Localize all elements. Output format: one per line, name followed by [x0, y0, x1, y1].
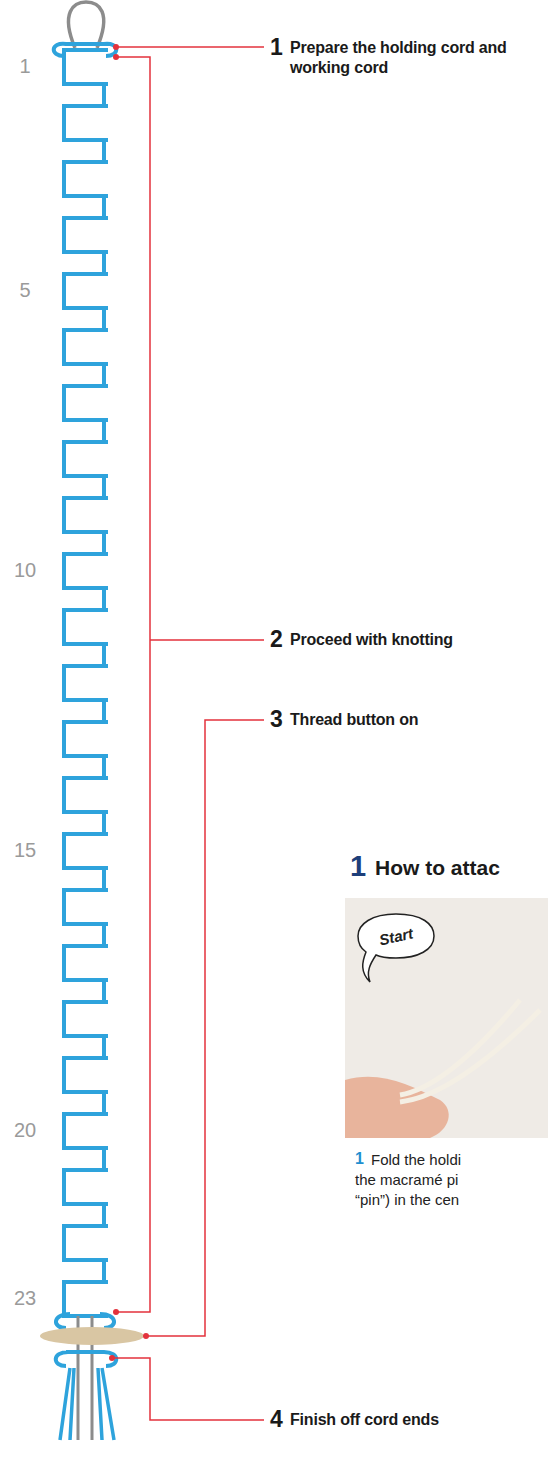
- knot-chain: [64, 50, 108, 1316]
- row-number: 15: [8, 839, 42, 862]
- step-number: 3: [270, 706, 283, 733]
- step-label: Finish off cord ends: [290, 1410, 540, 1430]
- photo: [345, 898, 548, 1138]
- photo-hand: [345, 1077, 449, 1138]
- leader-dot: [113, 44, 119, 50]
- leader-line: [116, 46, 264, 48]
- bubble-label: Start: [352, 904, 440, 968]
- button: [40, 1327, 144, 1345]
- leader-dot: [143, 1333, 149, 1339]
- step-number: 2: [270, 626, 283, 653]
- leader-dot: [113, 54, 119, 60]
- instruction-text: Fold the holdi the macramé pi “pin”) in …: [355, 1150, 485, 1210]
- row-number: 1: [8, 55, 42, 78]
- leader-line: [146, 720, 264, 1336]
- row-number: 23: [8, 1287, 42, 1310]
- leader-dots: [109, 44, 149, 1361]
- section-number: 1: [350, 850, 366, 883]
- bottom-knot: [56, 1314, 114, 1328]
- leader-bracket: [116, 57, 264, 1312]
- end-knot: [56, 1352, 117, 1366]
- leader-line: [112, 1358, 264, 1420]
- step-number: 1: [270, 34, 283, 61]
- leader-dot: [113, 1309, 119, 1315]
- step-label: Thread button on: [290, 710, 540, 730]
- cord-ends: [60, 1368, 114, 1440]
- speech-bubble: Start: [356, 912, 436, 960]
- leader-dot: [109, 1355, 115, 1361]
- knot-chain-path: [64, 50, 108, 1316]
- photo-cord: [400, 1010, 540, 1102]
- step-number: 4: [270, 1406, 283, 1433]
- row-number: 10: [8, 559, 42, 582]
- section-title: How to attac: [375, 856, 500, 880]
- leader-lines: [112, 47, 264, 1420]
- row-number: 5: [8, 279, 42, 302]
- step-label: Proceed with knotting: [290, 630, 540, 650]
- holding-loop: [68, 2, 103, 48]
- instruction-number: 1: [355, 1150, 364, 1168]
- row-number: 20: [8, 1119, 42, 1142]
- step-label: Prepare the holding cord and working cor…: [290, 38, 540, 78]
